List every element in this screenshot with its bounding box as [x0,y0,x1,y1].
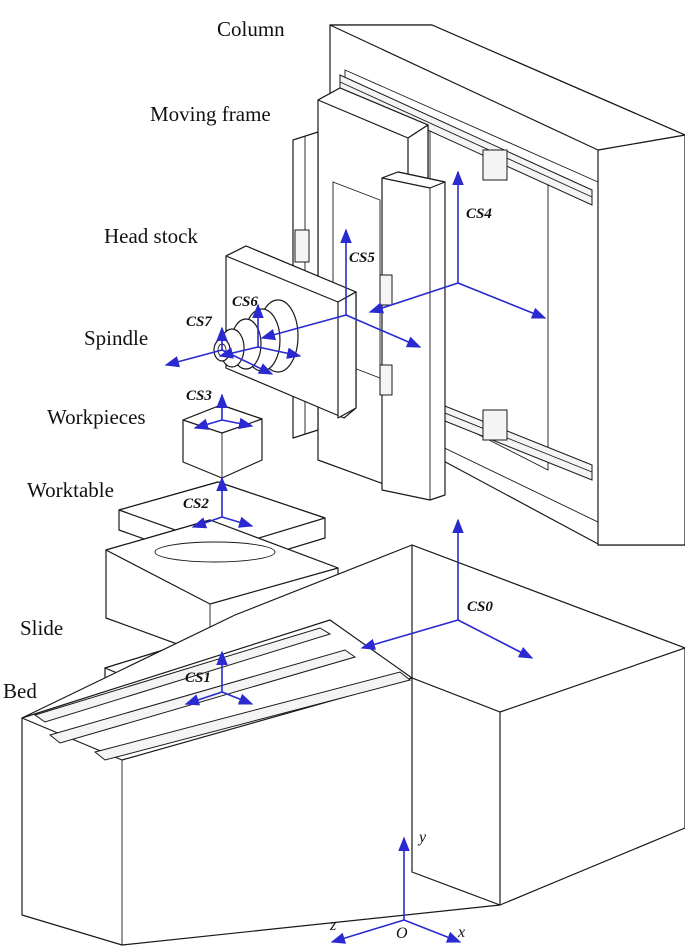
label-cs4: CS4 [466,206,492,222]
label-head-stock: Head stock [104,224,198,248]
label-axis-x: x [457,924,465,941]
label-cs5: CS5 [349,250,375,266]
cs2-axes [191,476,254,529]
label-cs2: CS2 [183,496,209,512]
label-workpieces: Workpieces [47,405,146,429]
label-axis-y: y [417,829,427,846]
label-cs0: CS0 [467,599,493,615]
cs4-axes [368,170,547,319]
label-worktable: Worktable [27,478,114,502]
label-bed: Bed [3,679,37,703]
cs0-axes [360,518,534,659]
cs5-axes [260,228,422,348]
label-cs3: CS3 [186,388,212,404]
cs3-axes [193,393,254,430]
label-axis-z: z [329,917,337,934]
label-cs1: CS1 [185,670,211,686]
label-spindle: Spindle [84,326,148,350]
origin-axes [330,836,462,944]
cs7-axes [164,326,274,375]
label-origin: O [396,925,408,942]
label-moving-frame: Moving frame [150,102,271,126]
cs6-axes [218,303,302,359]
label-column: Column [217,17,285,41]
label-cs7: CS7 [186,314,212,330]
label-slide: Slide [20,616,63,640]
cs1-axes [184,650,254,706]
label-cs6: CS6 [232,294,258,310]
bed [21,544,685,946]
